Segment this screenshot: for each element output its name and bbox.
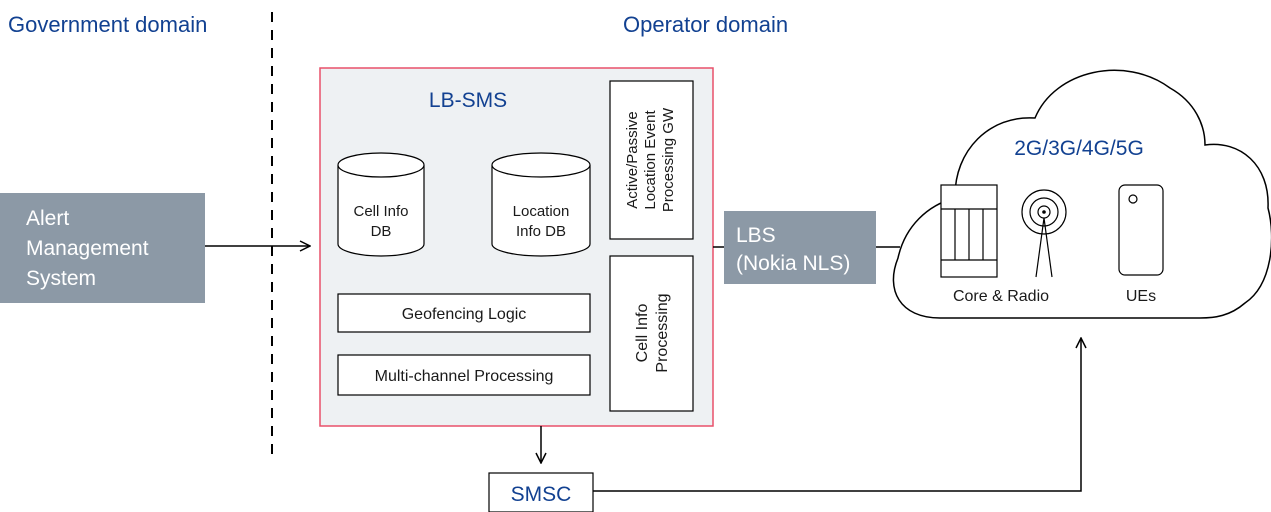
cell-info-db-cylinder: Cell Info DB — [337, 152, 425, 257]
ues-label: UEs — [1126, 288, 1156, 305]
cloud-title: 2G/3G/4G/5G — [1014, 137, 1144, 160]
geofencing-logic-box: Geofencing Logic — [337, 293, 591, 333]
lbs-line2: (Nokia NLS) — [736, 252, 850, 275]
ue-phone-icon — [1118, 184, 1164, 276]
location-info-db-line2: Info DB — [516, 223, 566, 240]
cell-info-processing-line2: Processing — [654, 293, 671, 372]
smsc-to-network-arrow — [593, 338, 1081, 492]
lbs-box: LBS (Nokia NLS) — [724, 211, 876, 284]
geofencing-logic-label: Geofencing Logic — [402, 306, 527, 323]
cell-info-processing: Cell Info Processing — [609, 255, 694, 412]
location-event-gateway: Active/Passive Location Event Processing… — [609, 80, 694, 240]
gateway-line2: Location Event — [642, 110, 659, 210]
government-domain-label: Government domain — [8, 12, 207, 37]
location-info-db-line1: Location — [513, 203, 570, 220]
lbs-line1: LBS — [736, 224, 776, 247]
gateway-line3: Processing GW — [660, 107, 677, 212]
cell-info-processing-line1: Cell Info — [634, 304, 651, 363]
alert-system-line3: System — [26, 267, 96, 290]
alert-system-line2: Management — [26, 237, 149, 260]
radio-antenna-icon — [1021, 189, 1067, 278]
gateway-line1: Active/Passive — [624, 111, 641, 209]
multichannel-processing-box: Multi-channel Processing — [337, 354, 591, 396]
smsc-label: SMSC — [511, 483, 572, 506]
smsc-box: SMSC — [488, 472, 594, 512]
alert-management-system: Alert Management System — [0, 193, 205, 303]
core-radio-label: Core & Radio — [953, 288, 1049, 305]
multichannel-processing-label: Multi-channel Processing — [375, 368, 554, 385]
lbsms-title: LB-SMS — [429, 89, 507, 112]
alert-system-line1: Alert — [26, 207, 69, 230]
cell-info-db-line1: Cell Info — [353, 203, 408, 220]
location-info-db-cylinder: Location Info DB — [491, 152, 591, 257]
cell-info-db-line2: DB — [371, 223, 392, 240]
operator-domain-label: Operator domain — [623, 12, 788, 37]
core-rack-icon — [940, 184, 998, 278]
